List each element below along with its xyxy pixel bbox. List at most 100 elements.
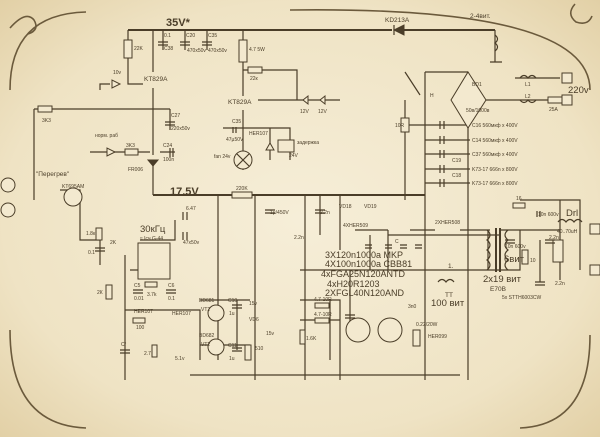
label-15v-1: 15v [249, 301, 258, 307]
capacitors [95, 41, 555, 354]
diode-fr006 [146, 159, 160, 167]
label-25a: 25A [549, 107, 559, 113]
label-cap-c: C [395, 239, 399, 245]
label-2-7: 2.7 [144, 351, 151, 357]
label-0-22-20w: 0.22/20W [416, 322, 438, 328]
label-stth6003cw: 5x STTH6003CW [502, 295, 541, 301]
resistor-3k3-led [124, 148, 139, 156]
diode-her107 [265, 141, 275, 151]
label-3k3-1: 3K3 [42, 118, 51, 124]
resistor-3k3 [37, 105, 53, 113]
zener-12v-a [302, 94, 309, 106]
label-6vit: 6вит [504, 254, 525, 265]
label-30khz: 30кГц [140, 224, 166, 235]
resistor-3-7k [144, 281, 158, 288]
ntc-10r [400, 117, 410, 133]
inductor-l2 [519, 99, 537, 104]
label-fr006: FR006 [128, 167, 143, 173]
label-her107-3: HER107 [172, 311, 191, 317]
thermistor-b [0, 202, 16, 218]
label-12v-1: 12V [300, 109, 310, 115]
transistor-bd682 [207, 338, 225, 356]
thermistor-a [0, 177, 16, 193]
resistor-1-8k [95, 227, 103, 241]
resistor-4-7-5w [238, 39, 248, 63]
label-c20: C20 [186, 33, 195, 39]
label-switch: H [430, 93, 434, 99]
label-c27-val: 220x50v [171, 126, 190, 132]
label-e70b: E70B [490, 286, 506, 293]
label-bd1-val: 50в/1000в [466, 108, 490, 114]
resistor-4-7-10r-a [314, 302, 330, 309]
resistor-2k [105, 284, 113, 300]
label-c24: C24 [163, 143, 172, 149]
resistor-16 [512, 202, 526, 209]
label-c10: C10 [228, 298, 237, 304]
igbt-b [377, 317, 403, 343]
terminal-out-a [589, 223, 600, 235]
label-2-4vit: 2-4вит. [470, 13, 491, 20]
label-bd1: BD1 [472, 82, 482, 88]
label-c35b-val: 47µ50V [226, 137, 244, 143]
label-c19a: K73-17 666n x 800V [472, 167, 518, 173]
label-10v: 10v [113, 70, 122, 76]
led-normal [106, 147, 117, 157]
label-tt: TT [445, 292, 453, 299]
terminal-220v-b [561, 94, 573, 106]
label-10n-600v-1: 10n 600v [538, 212, 559, 218]
label-parts-5: 2XFGL40N120AND [325, 288, 405, 298]
label-100: 100 [136, 325, 145, 331]
decorative-frame [9, 3, 593, 429]
label-l1: L1 [525, 82, 531, 88]
label-ic-note: ≈ Iсч G-44 [140, 236, 163, 242]
terminal-220v-a [561, 72, 573, 84]
label-17-5v: 17.5V [170, 186, 199, 198]
label-c18: C18 [452, 173, 461, 179]
label-cf: Cf [121, 342, 127, 348]
label-c19b: K73-17 666n x 800V [472, 181, 518, 187]
label-12v-2: 12V [318, 109, 328, 115]
label-6-47: 6.47 [186, 206, 196, 212]
transformer-secondary [504, 229, 509, 271]
relay-coil [277, 139, 295, 153]
label-her107-2: HER107 [134, 309, 153, 315]
resistor-1-6k [299, 329, 306, 345]
diode-bridge-bd1 [450, 71, 487, 129]
label-3k3-2: 3K3 [126, 143, 135, 149]
label-2x19-vit: 2x19 вит [483, 274, 522, 285]
label-2k: 2К [97, 290, 103, 296]
label-47x50v: 47x50v [183, 240, 200, 246]
coil-output [494, 34, 499, 52]
label-vd19: VD19 [364, 204, 377, 210]
label-c35: C35 [208, 33, 217, 39]
label-3n0: 3n0 [408, 304, 417, 310]
terminal-out-b [589, 264, 600, 276]
label-4-7-10r-1: 4.7-10R [314, 297, 332, 303]
inductor-l1 [519, 74, 537, 79]
label-510: 510 [255, 346, 264, 352]
label-2xher508: 2XHER508 [435, 220, 460, 226]
resistor-220k [231, 191, 253, 199]
label-her107-1: HER107 [249, 131, 268, 137]
label-4-7-10r-2: 4.7-10R [314, 312, 332, 318]
label-c35b: C35 [232, 119, 241, 125]
label-c20-val: 470x50v [187, 48, 206, 54]
label-2k-pot: 2K [110, 240, 117, 246]
label-1u-450v: 1µ/450V [270, 210, 289, 216]
components [0, 24, 600, 361]
label-c38-val: 0.1 [164, 33, 171, 39]
resistor-22 [247, 66, 263, 74]
label-c38: C38 [164, 46, 173, 52]
label-c11: C11 [228, 343, 237, 349]
label-5-1v: 5.1v [175, 356, 185, 362]
label-220k: 220K [236, 186, 248, 192]
resistor-100 [132, 317, 146, 324]
label-vt2a: VT2 [201, 307, 210, 313]
label-her099: HER099 [428, 334, 447, 340]
label-c16: C16 560мкф x 400V [472, 123, 518, 129]
label-parts-3: 4xFGA25N120ANTD [321, 269, 406, 279]
label-15v-2: 15v [266, 331, 275, 337]
label-kt695am: KT695AM [62, 184, 84, 190]
label-parts-2: 4X100n1000a CBB81 [325, 259, 412, 269]
